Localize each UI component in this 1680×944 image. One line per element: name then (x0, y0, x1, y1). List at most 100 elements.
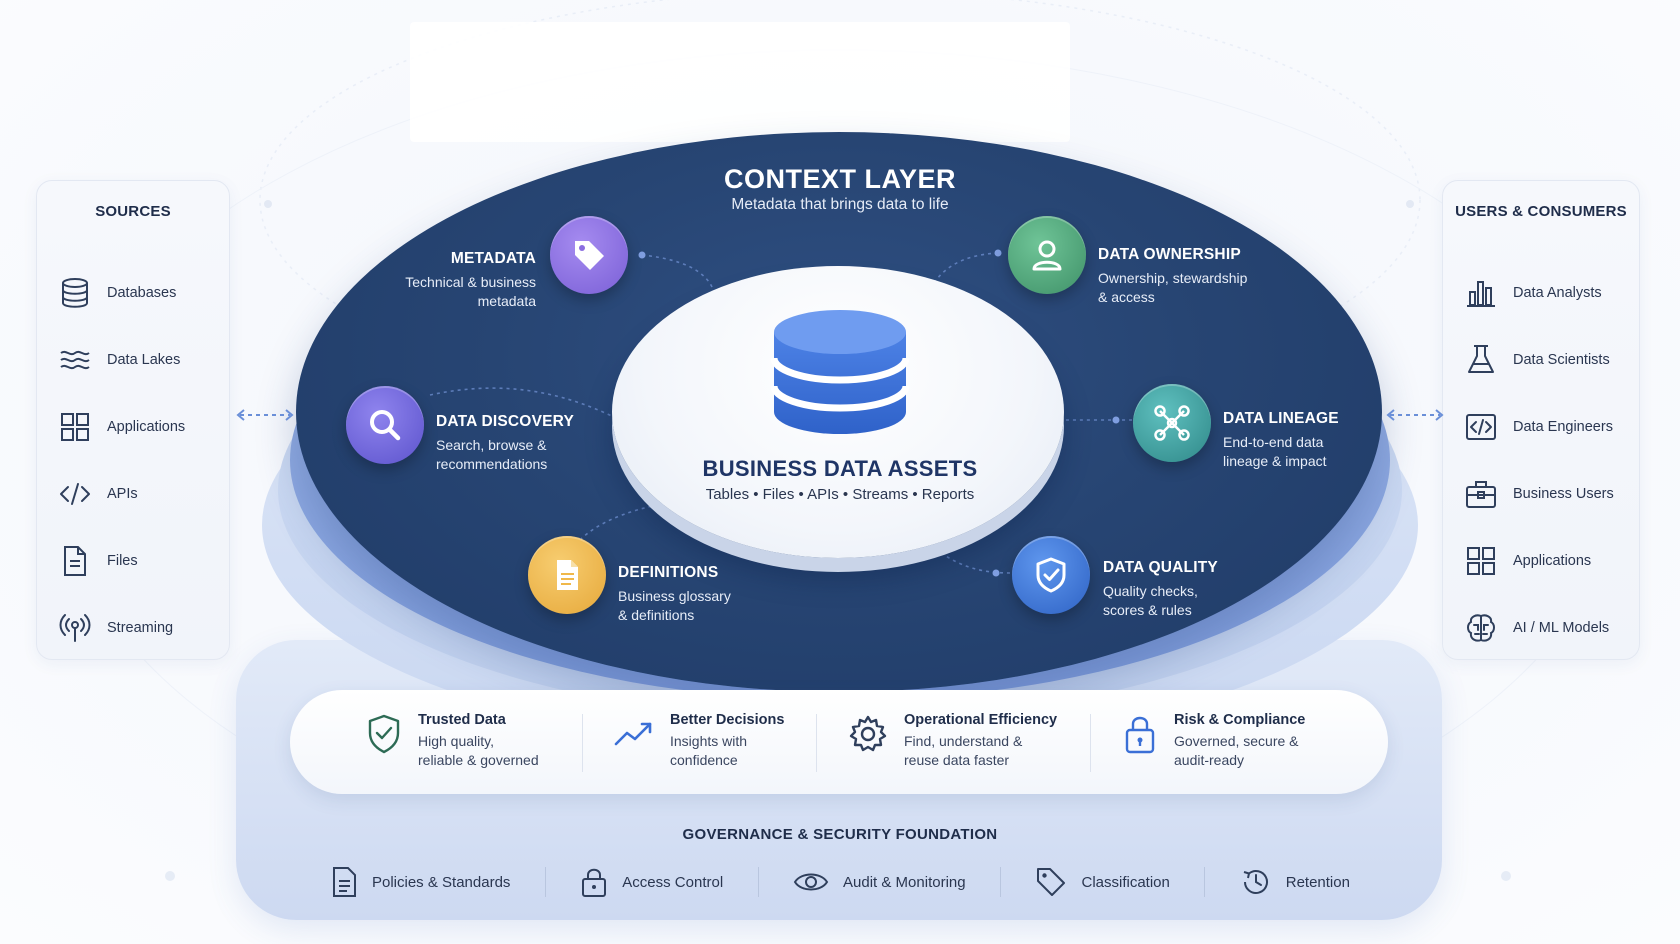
definitions-title: DEFINITIONS (618, 564, 719, 581)
benefit-desc: Governed, secure & (1174, 733, 1299, 749)
data-quality-desc-2: scores & rules (1103, 602, 1192, 618)
business-data-assets-subtitle: Tables • Files • APIs • Streams • Report… (705, 486, 975, 503)
clock-icon (1243, 870, 1268, 894)
sources-flow-arrow (236, 409, 294, 421)
divider (1204, 867, 1206, 897)
metadata-desc-2: metadata (477, 293, 536, 309)
foundation-item-audit-monitoring: Audit & Monitoring (793, 868, 966, 896)
divider (582, 714, 583, 772)
blank-header-area (410, 22, 1070, 142)
grid-icon (1465, 545, 1497, 577)
data-ownership-node[interactable] (1008, 216, 1086, 294)
benefit-desc: Insights with (670, 733, 748, 749)
data-discovery-title: DATA DISCOVERY (436, 413, 575, 430)
foundation-item-retention: Retention (1240, 866, 1350, 898)
benefit-desc: reliable & governed (418, 752, 539, 768)
benefit-risk-compliance: Risk & Compliance Governed, secure & aud… (1120, 712, 1324, 770)
source-item-files[interactable]: Files (59, 527, 219, 594)
definitions-desc-1: Business glossary (618, 588, 731, 604)
data-ownership-title: DATA OWNERSHIP (1098, 246, 1241, 263)
consumer-item-data-analysts[interactable]: Data Analysts (1465, 259, 1629, 326)
benefit-title: Trusted Data (418, 712, 506, 728)
data-ownership-desc-1: Ownership, stewardship (1098, 270, 1248, 286)
foundation-label: Retention (1285, 873, 1350, 891)
tag-icon (575, 241, 604, 270)
user-icon (1032, 240, 1062, 271)
network-icon (1154, 405, 1190, 441)
eye-icon (793, 873, 829, 891)
data-quality-node[interactable] (1012, 536, 1090, 614)
file-icon (59, 545, 91, 577)
data-quality-desc-1: Quality checks, (1103, 583, 1198, 599)
source-item-streaming[interactable]: Streaming (59, 594, 219, 661)
consumers-title: USERS & CONSUMERS (1455, 203, 1627, 220)
data-lineage-desc-1: End-to-end data (1223, 434, 1324, 450)
briefcase-icon (1465, 478, 1497, 510)
consumer-label: Applications (1513, 552, 1592, 569)
benefit-operational-efficiency: Operational Efficiency Find, understand … (846, 712, 1057, 770)
context-layer-subtitle: Metadata that brings data to life (731, 196, 949, 213)
code-window-icon (1465, 411, 1497, 443)
database-icon (770, 310, 910, 434)
data-quality-title: DATA QUALITY (1103, 559, 1218, 576)
gear-icon (849, 715, 887, 752)
foundation-title: GOVERNANCE & SECURITY FOUNDATION (682, 826, 998, 843)
foundation-label: Policies & Standards (372, 873, 511, 891)
metadata-title: METADATA (450, 250, 536, 267)
source-label: APIs (107, 485, 138, 502)
consumer-label: Business Users (1513, 485, 1614, 502)
source-item-data-lakes[interactable]: Data Lakes (59, 326, 219, 393)
lock-icon (582, 868, 607, 897)
context-layer-title: CONTEXT LAYER (723, 164, 957, 194)
data-discovery-node[interactable] (346, 386, 424, 464)
search-icon (370, 410, 401, 441)
benefit-title: Risk & Compliance (1174, 712, 1306, 728)
database-icon (59, 277, 91, 309)
consumer-label: Data Analysts (1513, 284, 1602, 301)
divider (544, 867, 546, 897)
definitions-node[interactable] (528, 536, 606, 614)
divider (1090, 714, 1091, 772)
source-item-apis[interactable]: APIs (59, 460, 219, 527)
data-discovery-desc-2: recommendations (436, 456, 548, 472)
data-lineage-node[interactable] (1133, 384, 1211, 462)
data-lineage-title: DATA LINEAGE (1223, 410, 1339, 427)
benefit-desc: audit-ready (1174, 752, 1245, 768)
consumer-item-data-scientists[interactable]: Data Scientists (1465, 326, 1629, 393)
benefit-title: Operational Efficiency (904, 712, 1058, 728)
foundation-label: Access Control (622, 873, 724, 891)
lock-icon (1125, 716, 1155, 754)
metadata-label: METADATA Technical & business metadata (370, 250, 536, 311)
benefit-desc: High quality, (418, 733, 495, 749)
foundation-items: Policies & Standards Access Control Audi… (330, 862, 1350, 902)
metadata-node[interactable] (550, 216, 628, 294)
foundation-item-access-control: Access Control (580, 866, 723, 898)
sources-title: SOURCES (95, 203, 171, 220)
source-label: Files (107, 552, 138, 569)
metadata-desc-1: Technical & business (405, 274, 536, 290)
consumer-item-data-engineers[interactable]: Data Engineers (1465, 393, 1629, 460)
flask-icon (1465, 344, 1497, 376)
data-discovery-desc-1: Search, browse & (436, 437, 547, 453)
benefit-desc: reuse data faster (904, 752, 1010, 768)
consumer-item-ai-ml-models[interactable]: AI / ML Models (1465, 594, 1629, 661)
divider (757, 867, 759, 897)
source-item-databases[interactable]: Databases (59, 259, 219, 326)
consumer-item-applications[interactable]: Applications (1465, 527, 1629, 594)
foundation-label: Audit & Monitoring (843, 873, 966, 891)
document-icon (557, 560, 578, 590)
source-item-applications[interactable]: Applications (59, 393, 219, 460)
benefits-bar: Trusted Data High quality, reliable & go… (290, 690, 1388, 794)
source-label: Applications (107, 418, 186, 435)
source-label: Data Lakes (107, 351, 181, 368)
benefit-title: Better Decisions (670, 712, 785, 728)
waves-icon (59, 344, 91, 376)
definitions-desc-2: & definitions (618, 607, 695, 623)
consumer-label: Data Engineers (1513, 418, 1613, 435)
shield-check-icon (1036, 557, 1066, 593)
consumers-panel: USERS & CONSUMERS Data Analysts Data Sci… (1442, 180, 1640, 660)
consumer-item-business-users[interactable]: Business Users (1465, 460, 1629, 527)
data-ownership-desc-2: & access (1098, 289, 1155, 305)
data-ownership-label: DATA OWNERSHIP Ownership, stewardship & … (1098, 246, 1288, 307)
source-label: Databases (107, 284, 177, 301)
